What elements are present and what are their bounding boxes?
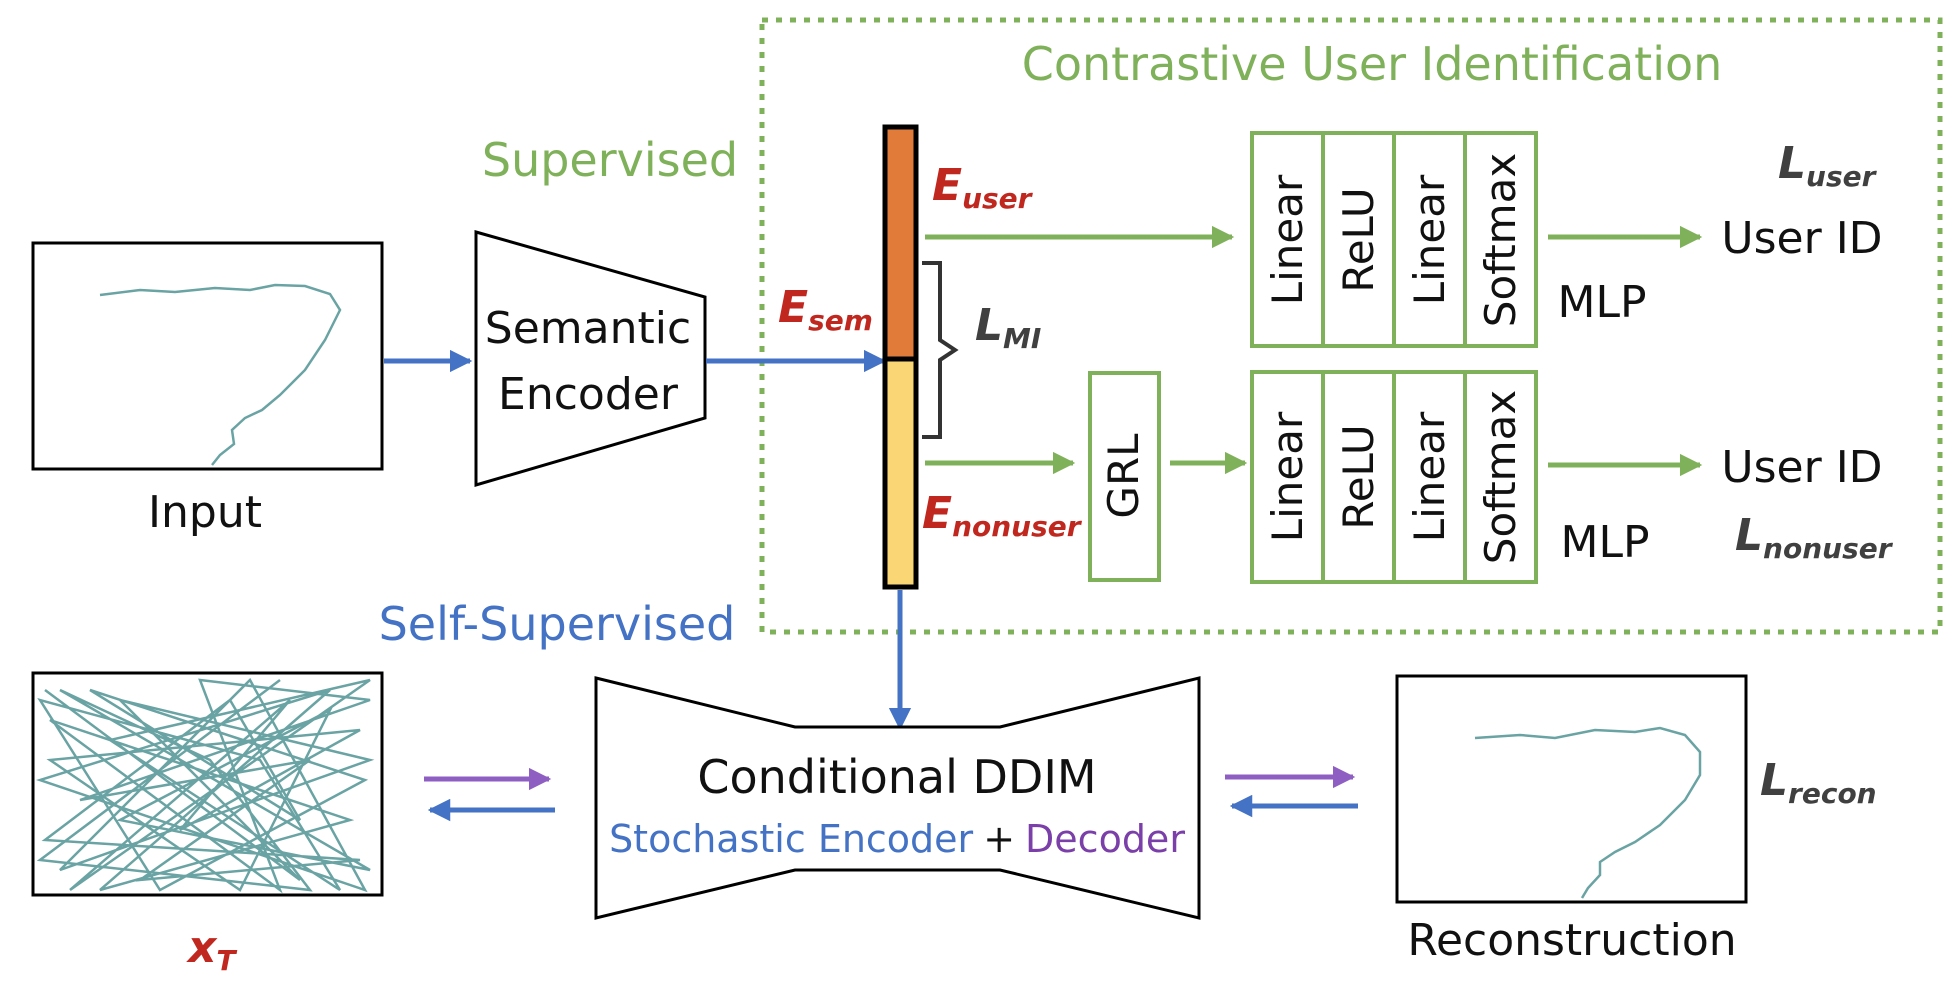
embedding-nonuser-segment — [882, 356, 919, 590]
grl-label: GRL — [1099, 433, 1148, 519]
ddim-plus: + — [983, 817, 1015, 861]
user-id-bottom: User ID — [1721, 442, 1882, 493]
embedding-user-segment — [882, 124, 919, 362]
e-sem-label: Esem — [778, 282, 873, 337]
ddim-shape — [594, 676, 1201, 920]
ddim-title: Conditional DDIM — [697, 750, 1096, 804]
mlp-top-layer-3: Linear — [1405, 174, 1454, 305]
mlp-top-layer-2: ReLU — [1334, 187, 1383, 292]
mlp-top-label: MLP — [1557, 277, 1646, 328]
reconstruction-label: Reconstruction — [1407, 915, 1736, 966]
user-id-top: User ID — [1721, 213, 1882, 264]
grl-box — [1088, 371, 1161, 582]
mlp-bottom-layer-3: Linear — [1405, 411, 1454, 542]
input-trajectory — [99, 283, 342, 466]
self-supervised-label: Self-Supervised — [379, 597, 736, 651]
xt-noise-trajectory — [35, 677, 375, 894]
semantic-encoder-line1: Semantic — [485, 303, 691, 354]
semantic-encoder-shape — [474, 230, 707, 488]
mlp-top-layer-4: Softmax — [1476, 153, 1525, 327]
l-mi-brace — [922, 261, 959, 439]
mlp-top-layer-1: Linear — [1263, 174, 1312, 305]
e-user-label: Euser — [932, 160, 1034, 215]
mlp-top: Linear ReLU Linear Softmax — [1250, 131, 1538, 348]
l-user-label: Luser — [1778, 138, 1878, 193]
supervised-label: Supervised — [482, 133, 738, 187]
l-mi-label: LMI — [975, 300, 1041, 355]
xt-label: xT — [186, 922, 237, 977]
reconstruction-box — [1395, 674, 1748, 904]
reconstruction-trajectory — [1474, 726, 1702, 899]
input-label: Input — [148, 487, 262, 538]
l-nonuser-label: Lnonuser — [1735, 510, 1894, 565]
mlp-bottom: Linear ReLU Linear Softmax — [1250, 370, 1538, 584]
mlp-bottom-layer-4: Softmax — [1476, 390, 1525, 564]
ddim-subtitle: Stochastic Encoder+Decoder — [609, 817, 1185, 861]
ddim-decoder: Decoder — [1025, 817, 1185, 861]
e-nonuser-label: Enonuser — [922, 488, 1083, 543]
contrastive-region-border — [759, 17, 1943, 635]
mlp-bottom-label: MLP — [1560, 517, 1649, 568]
mlp-bottom-layer-1: Linear — [1263, 411, 1312, 542]
l-recon-label: Lrecon — [1760, 755, 1877, 810]
input-box — [31, 241, 384, 471]
semantic-encoder-line2: Encoder — [498, 369, 679, 420]
contrastive-title: Contrastive User Identification — [1022, 37, 1723, 91]
ddim-stochastic-encoder: Stochastic Encoder — [609, 817, 973, 861]
mlp-bottom-layer-2: ReLU — [1334, 424, 1383, 529]
